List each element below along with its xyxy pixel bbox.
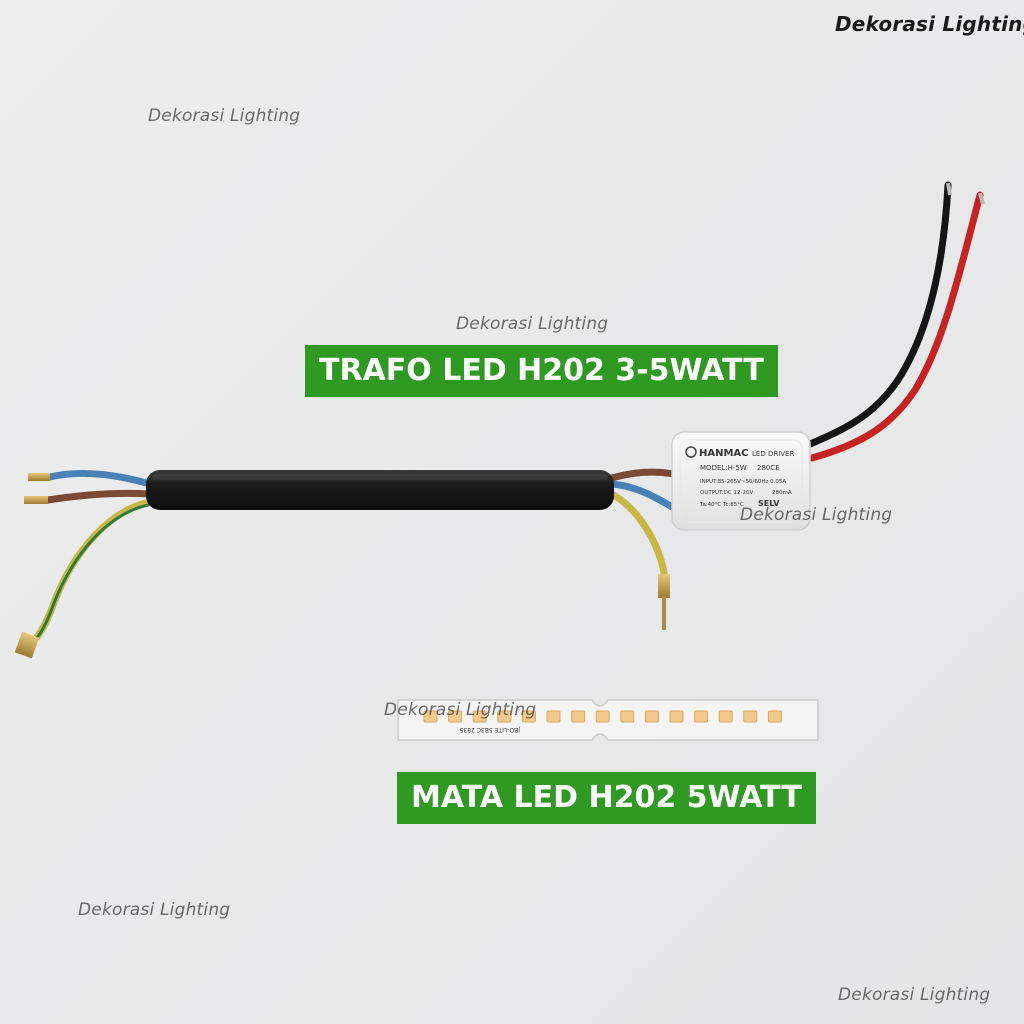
- led-chip: [472, 710, 487, 723]
- led-driver-box: [671, 431, 811, 531]
- watermark-bottom-right: Dekorasi Lighting: [838, 985, 991, 1005]
- led-chips: [423, 710, 782, 723]
- led-chip: [448, 710, 463, 723]
- led-chip: [694, 710, 709, 723]
- led-chip: [669, 710, 684, 723]
- strip-product-label: MATA LED H202 5WATT: [397, 772, 816, 824]
- input-wires-left: [14, 469, 154, 659]
- driver-product-label: TRAFO LED H202 3-5WATT: [305, 345, 778, 397]
- watermark-top-left: Dekorasi Lighting: [148, 106, 301, 126]
- led-chip: [571, 710, 586, 723]
- watermark-top-right: Dekorasi Lighting: [835, 12, 1024, 36]
- led-chip: [595, 710, 610, 723]
- cable-sleeve: [146, 470, 614, 510]
- led-chip: [497, 710, 512, 723]
- watermark-bottom-left: Dekorasi Lighting: [78, 900, 231, 920]
- watermark-driver: Dekorasi Lighting: [740, 505, 893, 525]
- led-chip: [546, 710, 561, 723]
- led-chip: [767, 710, 782, 723]
- led-chip: [423, 710, 438, 723]
- led-chip: [620, 710, 635, 723]
- led-chip: [718, 710, 733, 723]
- led-chip: [521, 710, 536, 723]
- output-wires: [804, 181, 985, 462]
- led-chip: [743, 710, 758, 723]
- led-chip: [644, 710, 659, 723]
- watermark-strip: Dekorasi Lighting: [384, 700, 537, 720]
- input-wires-right: [608, 468, 694, 630]
- watermark-center: Dekorasi Lighting: [456, 314, 609, 334]
